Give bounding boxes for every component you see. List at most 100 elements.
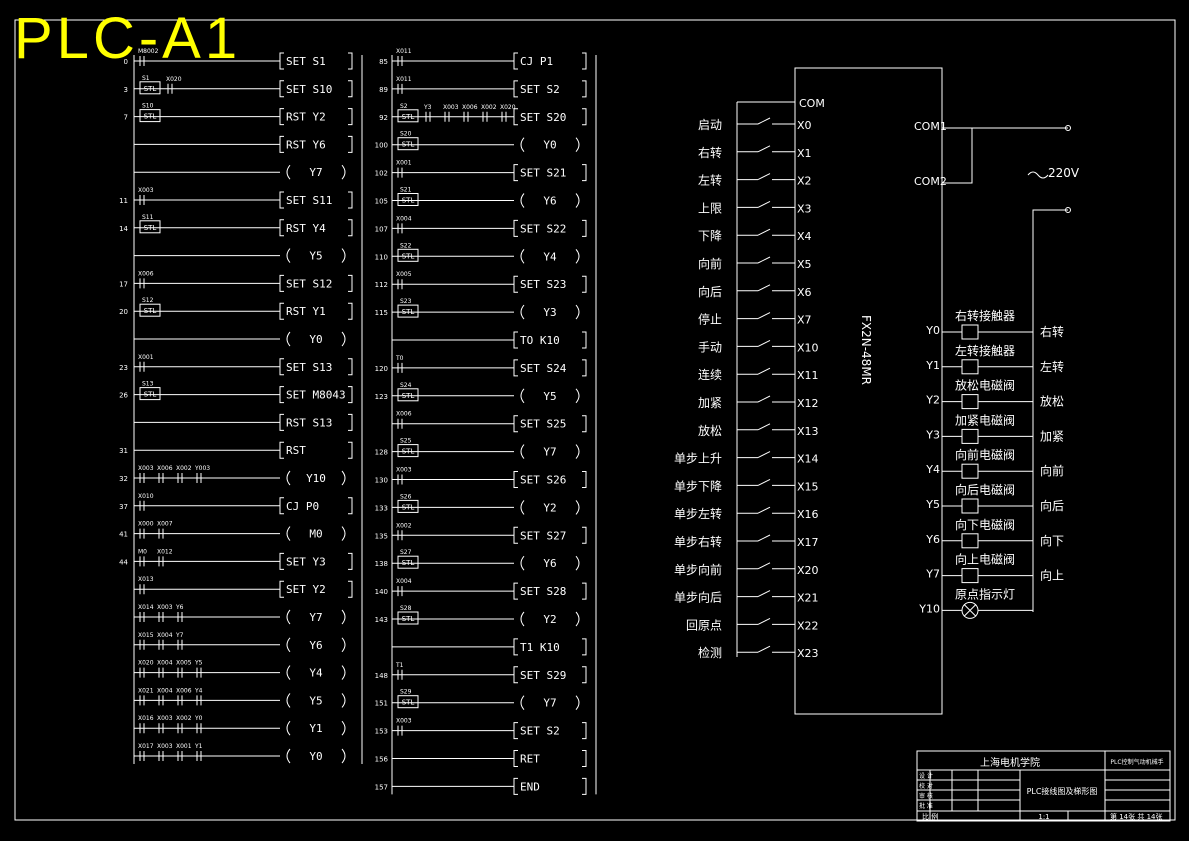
step-number: 3 bbox=[124, 86, 128, 94]
coil-label: Y7 bbox=[309, 166, 322, 179]
instruction-label: TO K10 bbox=[520, 334, 560, 347]
contact-label: X005 bbox=[396, 271, 412, 278]
contact-label: X016 bbox=[138, 715, 154, 722]
output-supply-wire bbox=[1032, 209, 1068, 612]
contact-label: X006 bbox=[462, 104, 478, 111]
input-terminal: X21 bbox=[797, 592, 819, 605]
instruction-label: SET M8043 bbox=[286, 389, 346, 402]
contact-label: X006 bbox=[157, 465, 173, 472]
stl-state-label: S24 bbox=[400, 382, 412, 389]
contact-label: X004 bbox=[157, 687, 173, 694]
coil-label: Y6 bbox=[543, 557, 556, 570]
contact-label: X006 bbox=[396, 411, 412, 418]
instruction-label: SET S20 bbox=[520, 111, 566, 124]
instruction-label: RST Y1 bbox=[286, 305, 326, 318]
switch-blade bbox=[757, 534, 771, 542]
input-label: 上限 bbox=[698, 201, 722, 215]
contact-label: M0 bbox=[138, 548, 147, 555]
stl-state-label: S29 bbox=[400, 689, 412, 696]
stl-state-label: S12 bbox=[142, 297, 154, 304]
coil-symbol bbox=[520, 611, 580, 627]
contact-label: X013 bbox=[138, 576, 154, 583]
step-number: 112 bbox=[375, 281, 388, 289]
input-label: 放松 bbox=[698, 423, 722, 438]
coil-label: Y7 bbox=[543, 446, 556, 459]
coil-label: Y6 bbox=[309, 639, 322, 652]
output-terminal: Y1 bbox=[925, 359, 940, 372]
coil-label: Y2 bbox=[543, 501, 556, 514]
role-review: 审 核 bbox=[919, 792, 933, 800]
contact-label: X003 bbox=[396, 718, 412, 725]
instruction-label: RST bbox=[286, 444, 306, 457]
contact-label: X005 bbox=[176, 660, 192, 667]
switch-blade bbox=[757, 228, 771, 236]
contact-label: Y7 bbox=[175, 632, 184, 639]
output-terminal: Y10 bbox=[918, 602, 940, 615]
input-terminal: X4 bbox=[797, 230, 812, 243]
lamp-cross bbox=[963, 604, 977, 617]
instruction-label: SET S12 bbox=[286, 277, 332, 290]
plc-body bbox=[794, 67, 943, 715]
contact-label: Y3 bbox=[423, 104, 432, 111]
output-device: 右转接触器 bbox=[955, 308, 1015, 323]
coil-label: Y7 bbox=[309, 611, 322, 624]
instruction-label: SET S2 bbox=[520, 83, 560, 96]
contact-label: X002 bbox=[176, 465, 192, 472]
stl-state-label: S13 bbox=[142, 381, 154, 388]
role-approve: 批 准 bbox=[919, 802, 933, 810]
coil-symbol bbox=[520, 304, 580, 320]
role-design: 设 计 bbox=[919, 772, 933, 780]
stl-state-label: S11 bbox=[142, 214, 154, 221]
drawing-name: PLC接线图及梯形图 bbox=[1027, 786, 1098, 796]
voltage-label: 220V bbox=[1048, 166, 1080, 180]
stl-box bbox=[139, 220, 161, 234]
step-number: 140 bbox=[375, 588, 388, 596]
output-device: 放松电磁阀 bbox=[955, 378, 1015, 393]
input-label: 单步向前 bbox=[674, 562, 722, 577]
stl-state-label: S25 bbox=[400, 438, 412, 445]
output-function: 左转 bbox=[1040, 359, 1064, 374]
step-number: 23 bbox=[119, 364, 128, 372]
instruction-label: SET Y2 bbox=[286, 583, 326, 596]
coil-label: Y4 bbox=[309, 667, 323, 680]
input-label: 单步左转 bbox=[674, 506, 722, 521]
input-label: 启动 bbox=[698, 118, 722, 132]
stl-box bbox=[139, 109, 161, 123]
coil-label: Y5 bbox=[309, 694, 322, 707]
stl-state-label: S27 bbox=[400, 549, 412, 556]
input-terminal: X5 bbox=[797, 258, 812, 271]
stl-box bbox=[397, 388, 419, 402]
switch-blade bbox=[757, 117, 771, 125]
switch-blade bbox=[757, 506, 771, 514]
instruction-label: SET S25 bbox=[520, 418, 566, 431]
switch-blade bbox=[757, 256, 771, 264]
stl-state-label: S23 bbox=[400, 298, 412, 305]
title-block: 上海电机学院 PLC控制气动机械手 PLC接线图及梯形图 比 例 1:1 第 1… bbox=[916, 750, 1171, 822]
instruction-bracket bbox=[279, 274, 353, 292]
input-terminal: X20 bbox=[797, 564, 819, 577]
scale-label: 比 例 bbox=[922, 812, 938, 821]
instruction-label: RST Y2 bbox=[286, 111, 326, 124]
input-terminal: X14 bbox=[797, 453, 819, 466]
stl-box bbox=[397, 611, 419, 625]
coil-label: M0 bbox=[309, 528, 322, 541]
step-number: 128 bbox=[375, 449, 388, 457]
contact-label: X004 bbox=[396, 578, 412, 585]
step-number: 120 bbox=[375, 365, 388, 373]
contact-label: T0 bbox=[395, 355, 404, 362]
input-label: 右转 bbox=[698, 145, 722, 160]
input-terminal: X13 bbox=[797, 425, 819, 438]
input-terminal: X22 bbox=[797, 619, 819, 632]
coil-symbol bbox=[286, 164, 346, 180]
contact-label: Y5 bbox=[194, 660, 203, 667]
instruction-label: SET S23 bbox=[520, 278, 566, 291]
contact-label: X006 bbox=[138, 270, 154, 277]
instruction-bracket bbox=[513, 666, 587, 684]
instruction-bracket bbox=[513, 52, 587, 70]
coil-symbol bbox=[520, 248, 580, 264]
instruction-label: SET S26 bbox=[520, 474, 566, 487]
school-name: 上海电机学院 bbox=[980, 756, 1040, 769]
input-terminal: X6 bbox=[797, 286, 812, 299]
